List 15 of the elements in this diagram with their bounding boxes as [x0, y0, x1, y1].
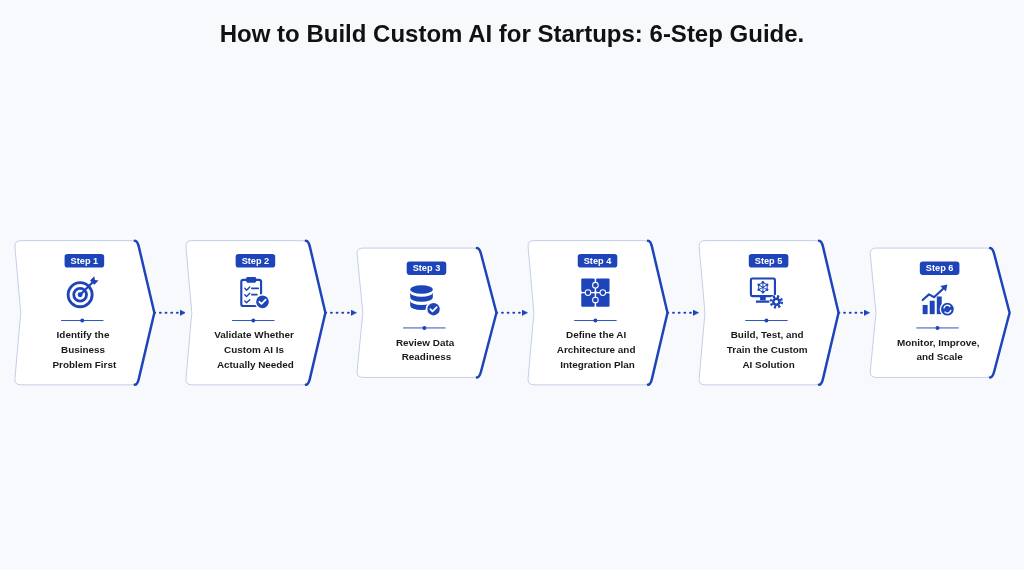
step-title: Build, Test, and Train the Custom AI Solution: [725, 328, 809, 373]
arrow: [153, 309, 186, 317]
diagram-title: How to Build Custom AI for Startups: 6-Step Guide.: [219, 20, 805, 48]
step-title: Review Data Readiness: [394, 335, 456, 365]
arrow: [324, 309, 357, 317]
step-title: Define the AI Architecture and Integration Plan: [555, 328, 637, 373]
step-badge: Step 4: [578, 254, 617, 268]
step-badge: Step 6: [920, 261, 960, 276]
step-badge: Step 1: [64, 254, 104, 268]
step-title: Monitor, Improve, and Scale: [896, 335, 981, 365]
step-badge: Step 2: [236, 254, 275, 268]
step-title: Validate Whether Custom AI Is Actually Needed: [213, 328, 295, 373]
step-badge: Step 5: [749, 254, 788, 268]
step-title: Identify the Business Problem First: [51, 328, 118, 373]
step-badge: Step 3: [407, 261, 446, 276]
